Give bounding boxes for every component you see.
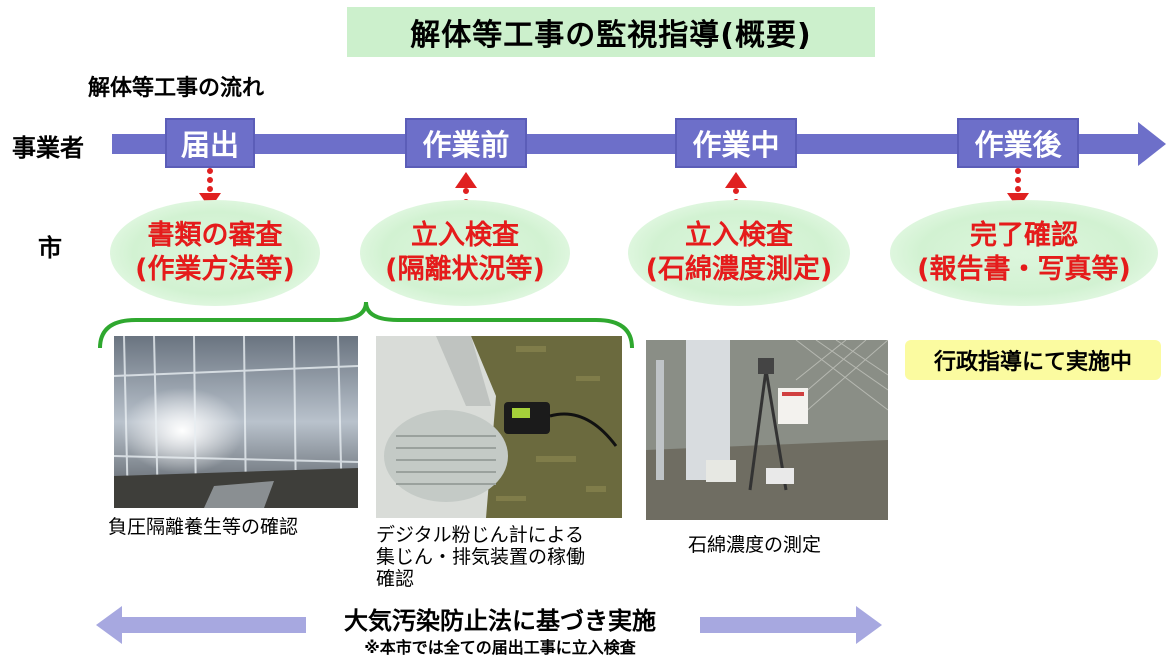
photo-asbestos-measurement [646, 340, 888, 520]
action-line1: 書類の審査 [147, 220, 283, 251]
legal-basis-title: 大気汚染防止法に基づき実施 [344, 607, 656, 635]
timeline-bar [112, 134, 1142, 154]
action-inspection-isolation: 立入検査 (隔離状況等) [360, 200, 570, 306]
legal-basis-note: ※本市では全ての届出工事に立入検査 [364, 638, 636, 657]
admin-guidance-note: 行政指導にて実施中 [905, 340, 1161, 380]
caption-line: 集じん・排気装置の稼働 [376, 546, 586, 568]
arrow-up-icon [455, 172, 477, 188]
bracket [98, 301, 634, 349]
bottom-arrow-right-bar [700, 617, 856, 633]
timeline-arrowhead [1138, 122, 1166, 166]
bottom-arrow-left-bar [120, 617, 306, 633]
arrow-up-icon [725, 172, 747, 188]
stage-during-work: 作業中 [675, 118, 797, 168]
flow-subtitle: 解体等工事の流れ [88, 76, 265, 101]
role-business-label: 事業者 [12, 134, 84, 162]
action-inspection-asbestos: 立入検査 (石綿濃度測定) [628, 200, 850, 306]
connector-after-line [1015, 168, 1021, 192]
role-city-label: 市 [38, 234, 62, 262]
action-line1: 立入検査 [411, 220, 519, 251]
connector-notification-line [207, 168, 213, 192]
stage-before-work: 作業前 [405, 118, 527, 168]
stage-after-work: 作業後 [957, 118, 1079, 168]
action-line1: 完了確認 [970, 220, 1078, 251]
photo-digital-dust-meter [376, 336, 622, 518]
arrow-left-icon [96, 606, 122, 644]
action-line2: (報告書・写真等) [917, 254, 1131, 285]
caption-photo-1: 負圧隔離養生等の確認 [108, 516, 299, 538]
caption-line: 確認 [376, 568, 415, 590]
caption-photo-3: 石綿濃度の測定 [688, 534, 822, 556]
action-document-review: 書類の審査 (作業方法等) [110, 200, 320, 306]
page-title: 解体等工事の監視指導(概要) [347, 7, 875, 57]
action-line2: (作業方法等) [135, 254, 295, 285]
photo-negative-pressure-enclosure [114, 336, 358, 508]
caption-line: デジタル粉じん計による [376, 524, 585, 546]
arrow-right-icon [856, 606, 882, 644]
caption-photo-2: デジタル粉じん計による 集じん・排気装置の稼働 確認 [376, 524, 585, 590]
stage-notification: 届出 [165, 118, 255, 168]
action-line1: 立入検査 [685, 220, 793, 251]
action-line2: (石綿濃度測定) [645, 254, 833, 285]
action-line2: (隔離状況等) [385, 254, 545, 285]
action-completion-check: 完了確認 (報告書・写真等) [890, 200, 1158, 306]
